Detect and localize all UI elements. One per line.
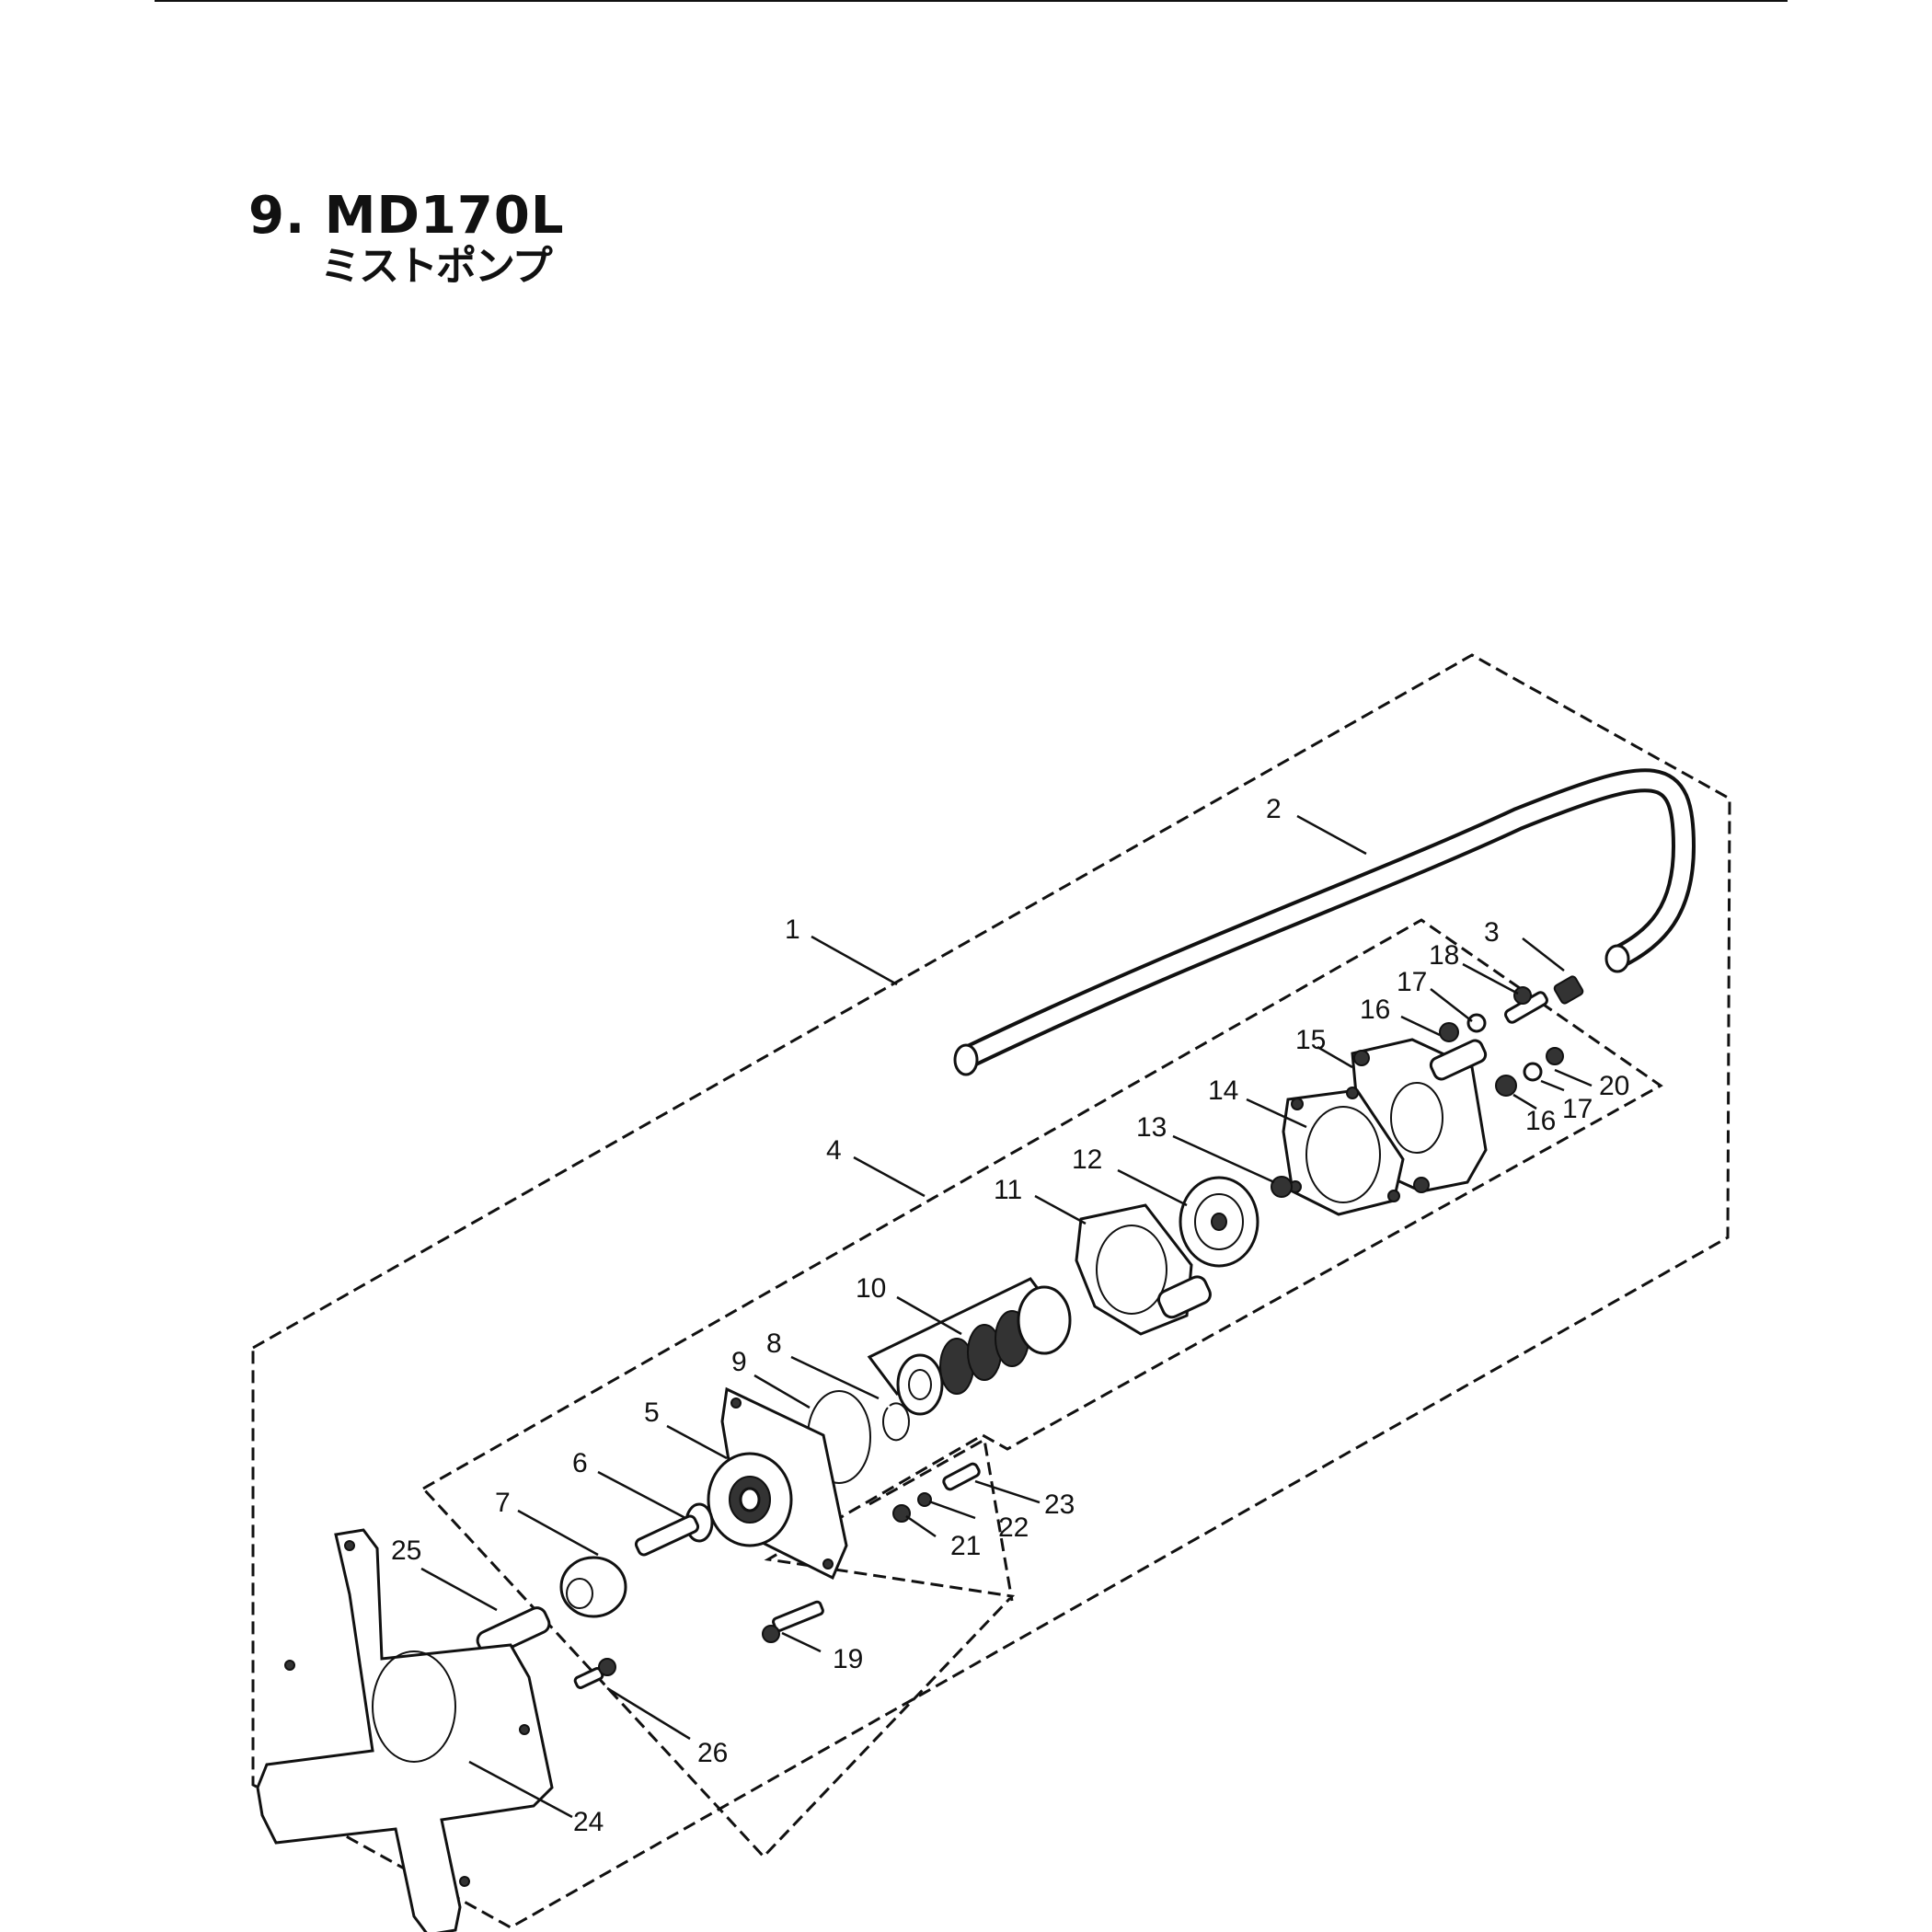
screw-26-part <box>573 1658 616 1689</box>
callout-18: 18 <box>1429 940 1459 971</box>
callout-3: 3 <box>1484 917 1500 948</box>
pump-housing-part <box>1075 1203 1212 1336</box>
callout-16: 16 <box>1360 995 1390 1025</box>
gasket-part <box>1282 1087 1405 1216</box>
bearing-housing-part <box>707 1386 848 1581</box>
callout-7: 7 <box>495 1488 511 1518</box>
hose-part <box>953 768 1696 1076</box>
callout-26: 26 <box>697 1738 728 1768</box>
callout-24: 24 <box>573 1807 604 1837</box>
fastener-group-box <box>868 1437 1014 1602</box>
leader-lines <box>420 814 1593 1819</box>
nut-part <box>1271 1176 1293 1198</box>
outer-assembly-box <box>251 653 1731 1929</box>
callout-2: 2 <box>1266 794 1282 824</box>
top-rule <box>155 0 1788 2</box>
snap-ring-part <box>882 1402 910 1442</box>
bracket-plate-part <box>256 1528 554 1932</box>
seal-spring-part <box>867 1277 1072 1416</box>
callout-23: 23 <box>1044 1489 1075 1520</box>
section-heading: 9. MD170L ミストポンプ <box>248 189 565 290</box>
callout-4: 4 <box>826 1135 842 1166</box>
washer-16a <box>1439 1022 1459 1042</box>
callout-13: 13 <box>1136 1112 1167 1143</box>
washer-17a <box>1466 1013 1487 1033</box>
section-subtitle: ミストポンプ <box>320 243 553 290</box>
washer-17b <box>1523 1062 1543 1082</box>
callout-19: 19 <box>833 1644 863 1674</box>
washer-16b <box>1495 1075 1517 1097</box>
callout-1: 1 <box>785 914 800 945</box>
callout-20: 20 <box>1599 1071 1629 1101</box>
callout-21: 21 <box>950 1531 981 1561</box>
callout-9: 9 <box>731 1347 747 1377</box>
callout-labels: 1 2 3 4 5 6 7 8 9 10 11 12 13 14 15 16 1… <box>391 794 1629 1837</box>
callout-16b: 16 <box>1525 1106 1556 1136</box>
callout-6: 6 <box>572 1448 588 1478</box>
fitting-part <box>1504 975 1584 1024</box>
impeller-part <box>1179 1176 1259 1268</box>
callout-14: 14 <box>1208 1075 1238 1106</box>
callout-11: 11 <box>994 1175 1022 1205</box>
section-title: 9. MD170L <box>248 186 565 246</box>
callout-10: 10 <box>856 1273 886 1304</box>
callout-17: 17 <box>1397 967 1427 997</box>
callout-22: 22 <box>998 1512 1029 1543</box>
callout-8: 8 <box>766 1328 782 1359</box>
washer-20 <box>1546 1047 1564 1065</box>
fastener-22-part <box>917 1492 932 1507</box>
callout-5: 5 <box>644 1397 660 1428</box>
callout-12: 12 <box>1072 1144 1102 1175</box>
callout-25: 25 <box>391 1535 421 1566</box>
fastener-23-part <box>942 1462 981 1491</box>
callout-17b: 17 <box>1562 1094 1593 1124</box>
inner-assembly-box <box>420 918 1663 1859</box>
callout-15: 15 <box>1295 1025 1326 1055</box>
fastener-21-part <box>892 1504 911 1523</box>
shaft-coupling-part <box>559 1514 700 1618</box>
bolt-19-part <box>762 1600 824 1643</box>
